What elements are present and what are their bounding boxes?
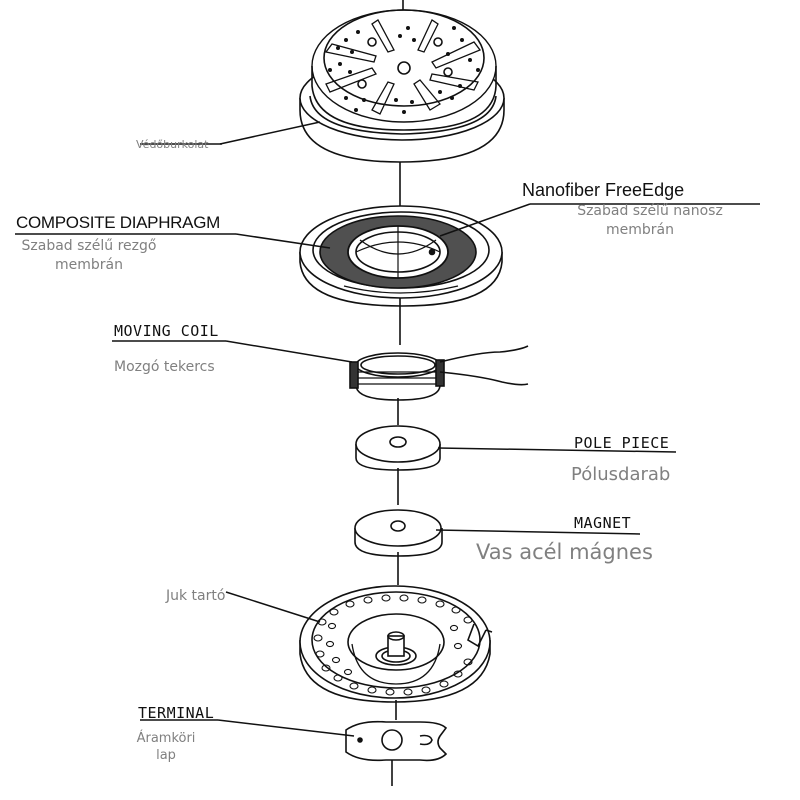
moving-coil-drawing xyxy=(349,345,529,401)
moving-coil-label-en: MOVING COIL xyxy=(114,322,219,340)
diaphragm-drawing xyxy=(299,205,503,307)
magnet-label-hu: Vas acél mágnes xyxy=(476,540,653,564)
pole-piece-label-en: POLE PIECE xyxy=(574,434,670,452)
housing-drawing xyxy=(299,585,493,703)
moving-coil-label-hu: Mozgó tekercs xyxy=(114,359,215,375)
nanofiber-label-hu-1: Szabad szélű nanosz xyxy=(577,203,723,219)
protective-cover-drawing xyxy=(299,9,505,163)
nanofiber-label-hu-2: membrán xyxy=(606,222,674,238)
pole-piece-drawing xyxy=(355,425,441,471)
composite-diaphragm-label-en: COMPOSITE DIAPHRAGM xyxy=(16,213,220,232)
composite-diaphragm-label-hu-1: Szabad szélű rezgő xyxy=(21,238,157,254)
housing-label-hu: Juk tartó xyxy=(166,588,226,604)
terminal-label-hu-1: Áramköri xyxy=(136,731,196,746)
protective-cover-label-hu: Védőburkolat xyxy=(136,138,209,151)
terminal-drawing xyxy=(345,720,448,762)
composite-diaphragm-label-hu-2: membrán xyxy=(55,257,123,273)
magnet-drawing xyxy=(354,509,443,557)
pole-piece-label-hu: Pólusdarab xyxy=(571,464,671,485)
nanofiber-label-en: Nanofiber FreeEdge xyxy=(522,180,685,200)
terminal-label-en: TERMINAL xyxy=(138,704,215,722)
magnet-label-en: MAGNET xyxy=(574,514,632,532)
terminal-label-hu-2: lap xyxy=(156,748,176,763)
